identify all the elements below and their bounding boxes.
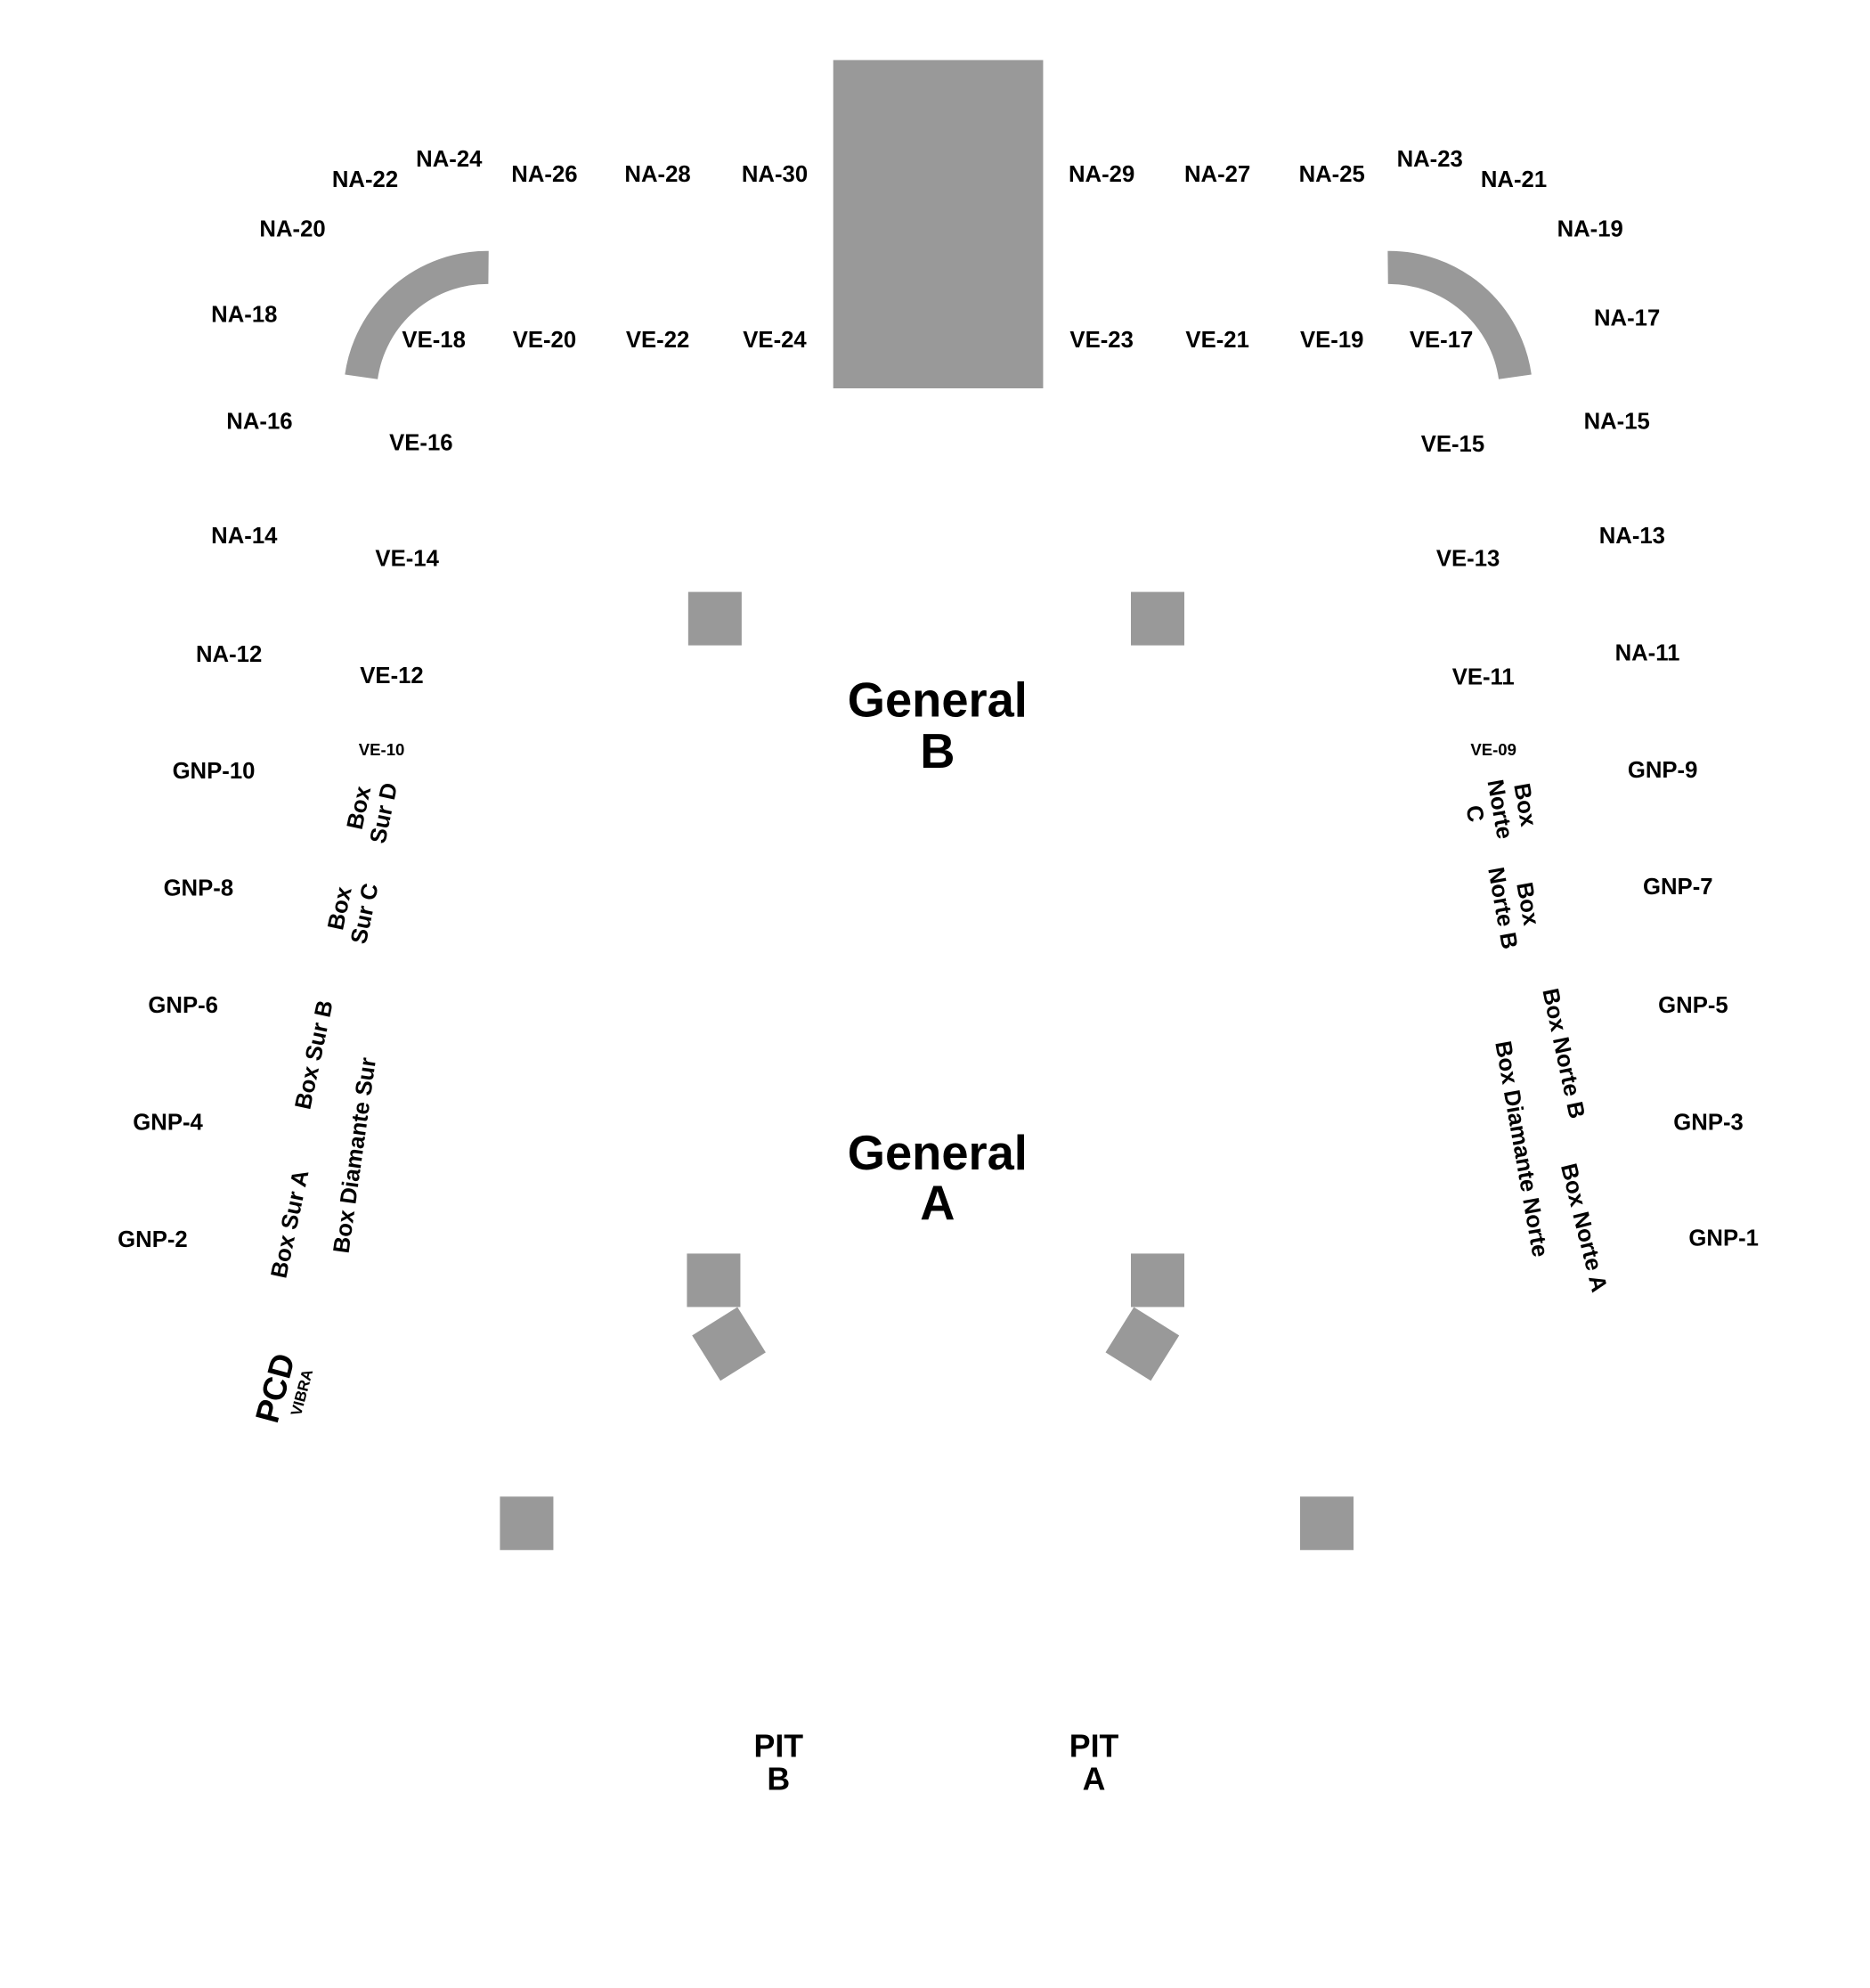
- section-label[interactable]: VE-12: [360, 664, 423, 688]
- section-label[interactable]: VE-14: [375, 547, 439, 572]
- pillar: [500, 1496, 554, 1551]
- pillar: [687, 591, 742, 646]
- section-label[interactable]: GNP-10: [173, 759, 256, 784]
- pillar: [692, 1307, 766, 1381]
- general-a-section[interactable]: General A: [848, 1126, 1028, 1230]
- section-label[interactable]: VE-10: [359, 740, 405, 759]
- box-label: C: [1461, 803, 1489, 824]
- curved-barrier-left: [345, 250, 489, 380]
- section-label[interactable]: GNP-7: [1643, 875, 1713, 900]
- section-label[interactable]: NA-15: [1584, 409, 1650, 434]
- section-label[interactable]: VE-09: [1470, 740, 1516, 759]
- section-label[interactable]: NA-19: [1557, 217, 1623, 242]
- section-label[interactable]: VE-15: [1421, 432, 1484, 457]
- curved-barrier-right: [1387, 250, 1532, 380]
- section-label[interactable]: VE-23: [1069, 328, 1133, 353]
- section-label[interactable]: NA-28: [624, 162, 690, 187]
- pit-b-section[interactable]: PIT B: [754, 1729, 804, 1797]
- section-label[interactable]: VE-21: [1185, 328, 1248, 353]
- section-label[interactable]: VE-24: [743, 328, 807, 353]
- pillar: [687, 1253, 741, 1308]
- general-b-section[interactable]: General B: [848, 673, 1028, 778]
- box-sur-a[interactable]: Box Sur A: [266, 1168, 313, 1280]
- general-a-letter: A: [920, 1176, 955, 1230]
- section-label[interactable]: NA-12: [196, 642, 262, 667]
- section-label[interactable]: NA-18: [211, 302, 277, 327]
- section-label[interactable]: VE-18: [402, 328, 465, 353]
- section-label[interactable]: NA-20: [259, 217, 325, 242]
- section-label[interactable]: GNP-1: [1688, 1226, 1759, 1251]
- pillar: [1131, 1253, 1184, 1308]
- pit-b-letter: B: [767, 1762, 790, 1797]
- box-norte-b-small[interactable]: Box Norte B: [1483, 861, 1547, 951]
- pillar: [1300, 1496, 1354, 1551]
- section-label[interactable]: VE-11: [1452, 665, 1515, 690]
- general-a-label: General: [848, 1126, 1028, 1180]
- box-diamante-sur[interactable]: Box Diamante Sur: [329, 1056, 382, 1255]
- box-norte-b[interactable]: Box Norte B: [1537, 986, 1589, 1120]
- section-label[interactable]: NA-21: [1481, 167, 1547, 192]
- section-label[interactable]: NA-16: [226, 409, 292, 434]
- section-label[interactable]: NA-30: [742, 162, 808, 187]
- section-label[interactable]: GNP-5: [1658, 993, 1728, 1018]
- section-label[interactable]: NA-17: [1594, 306, 1660, 331]
- section-label[interactable]: GNP-2: [118, 1227, 188, 1252]
- pit-a-letter: A: [1083, 1762, 1106, 1797]
- section-label[interactable]: NA-22: [332, 167, 398, 192]
- section-label[interactable]: NA-14: [211, 524, 278, 549]
- pcd-vibra[interactable]: PCD VIBRA: [248, 1349, 318, 1431]
- section-label[interactable]: NA-27: [1184, 162, 1250, 187]
- section-label[interactable]: NA-23: [1397, 147, 1463, 172]
- section-label[interactable]: NA-26: [511, 162, 577, 187]
- section-label[interactable]: GNP-9: [1628, 758, 1698, 783]
- box-sur-d[interactable]: Box Sur D: [341, 776, 403, 846]
- section-label[interactable]: GNP-6: [148, 993, 218, 1018]
- pillar: [1131, 591, 1184, 646]
- section-label[interactable]: VE-17: [1410, 328, 1473, 353]
- box-sur-c[interactable]: Box Sur C: [321, 876, 384, 946]
- pit-a-label: PIT: [1069, 1729, 1119, 1764]
- pillar: [1105, 1307, 1180, 1381]
- section-label[interactable]: NA-29: [1069, 162, 1134, 187]
- section-label[interactable]: VE-13: [1436, 547, 1500, 572]
- pit-b-label: PIT: [754, 1729, 804, 1764]
- box-norte-a[interactable]: Box Norte A: [1556, 1161, 1612, 1295]
- section-label[interactable]: VE-20: [513, 328, 576, 353]
- box-sur-b[interactable]: Box Sur B: [290, 998, 337, 1112]
- section-label[interactable]: GNP-3: [1673, 1111, 1744, 1136]
- section-label[interactable]: VE-19: [1300, 328, 1363, 353]
- stage-block: [833, 60, 1044, 388]
- section-label[interactable]: GNP-8: [164, 876, 234, 901]
- section-label[interactable]: NA-13: [1599, 524, 1665, 549]
- pit-a-section[interactable]: PIT A: [1069, 1729, 1119, 1797]
- section-label[interactable]: NA-25: [1299, 162, 1365, 187]
- section-label[interactable]: VE-22: [626, 328, 689, 353]
- general-b-label: General: [848, 673, 1028, 728]
- box-diamante-norte[interactable]: Box Diamante Norte: [1490, 1039, 1552, 1259]
- general-b-letter: B: [920, 724, 955, 778]
- box-norte-c[interactable]: Box Norte C: [1457, 773, 1542, 845]
- section-label[interactable]: NA-11: [1615, 640, 1680, 665]
- section-label[interactable]: VE-16: [389, 431, 452, 456]
- section-label[interactable]: NA-24: [416, 147, 483, 172]
- section-label[interactable]: GNP-4: [133, 1111, 203, 1136]
